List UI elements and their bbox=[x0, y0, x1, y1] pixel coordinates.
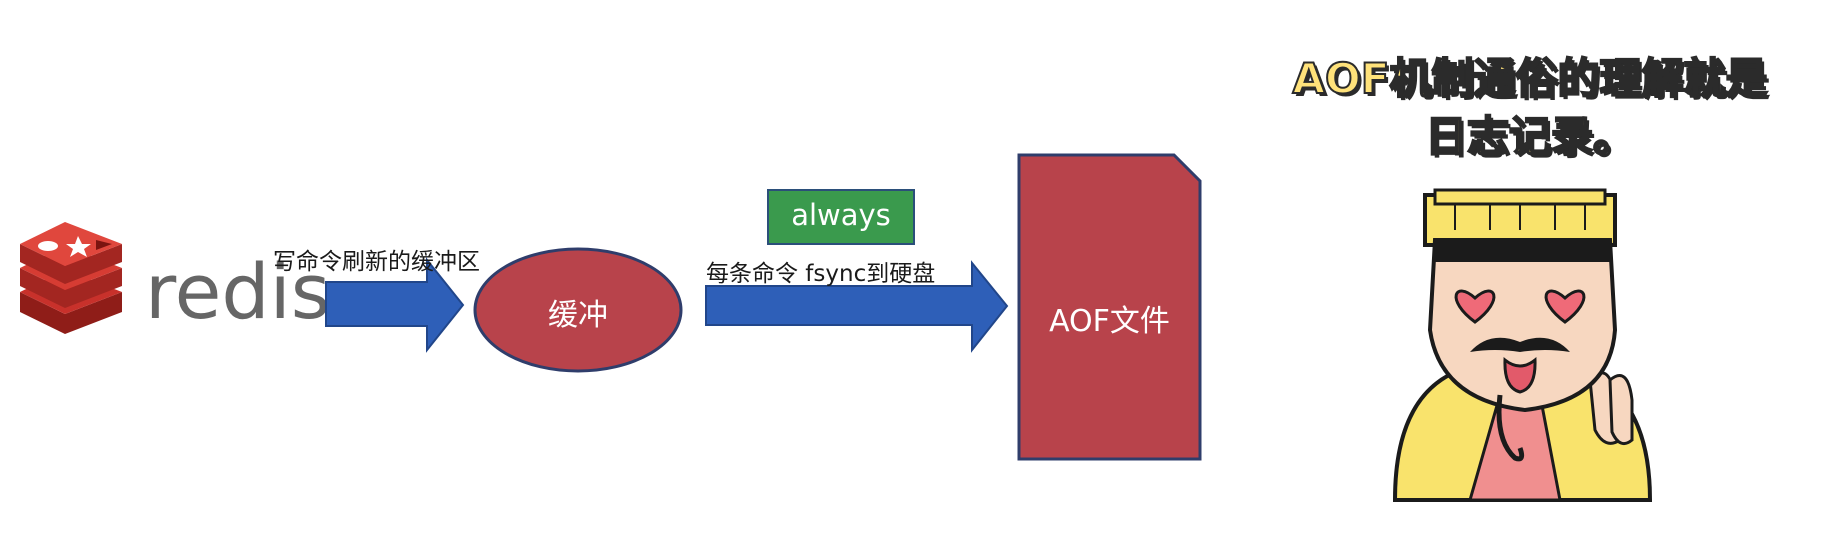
caption-line1: AOF机制通俗的理解就是 bbox=[1292, 53, 1769, 104]
aof-file-label: AOF文件 bbox=[1049, 304, 1170, 339]
step2-label: 每条命令 fsync到硬盘 bbox=[706, 261, 936, 287]
arrow-redis-to-buffer bbox=[325, 257, 465, 353]
redis-wordmark: redis bbox=[145, 247, 330, 336]
caption-line2: 日志记录。 bbox=[1424, 111, 1636, 162]
step1-label: 写命令刷新的缓冲区 bbox=[273, 249, 480, 275]
arrow-buffer-to-file bbox=[705, 260, 1009, 353]
policy-badge bbox=[767, 189, 915, 245]
buffer-label: 缓冲 bbox=[548, 298, 608, 333]
emperor-heart-eyes-icon bbox=[1392, 188, 1653, 502]
policy-badge-label: always bbox=[791, 198, 891, 232]
buffer-node bbox=[473, 247, 683, 373]
redis-stack-icon bbox=[20, 222, 122, 334]
aof-file-node bbox=[1017, 153, 1202, 461]
